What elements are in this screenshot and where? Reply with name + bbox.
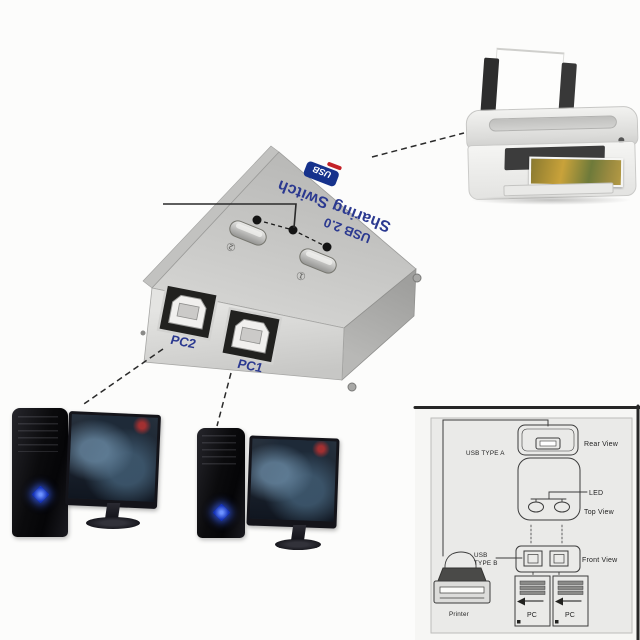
select-button-1 <box>299 248 337 274</box>
button-1-digit: ① <box>294 268 308 283</box>
diagram-rear-view-inner <box>521 428 575 452</box>
diagram-printer-link-line <box>442 419 549 557</box>
diagram-button-right <box>554 501 570 513</box>
diagram-usb-b-port-right <box>549 550 569 567</box>
diagram-label-printer: Printer <box>449 611 469 618</box>
connection-line-to-pc2 <box>80 348 164 407</box>
usb-logo-icon: USB <box>303 161 342 187</box>
diagram-usb-b-pin-left <box>527 554 539 564</box>
diagram-button-left <box>528 501 544 513</box>
diagram-printer-top <box>437 567 487 582</box>
usb-logo-red-bar <box>327 162 342 171</box>
pc1-monitor-base <box>275 539 321 550</box>
led-dot-icon <box>252 215 262 225</box>
diagram-led-callout <box>530 491 588 502</box>
diagram-usb-b-port-left <box>523 550 543 567</box>
port-label-pc2: PC2 <box>169 332 198 351</box>
led-dot-icon <box>288 225 298 235</box>
diagram-top-view-box <box>517 457 581 521</box>
screw-icon <box>412 273 422 283</box>
button-2-digit: ② <box>224 239 238 254</box>
connection-line-to-pc1 <box>216 372 232 427</box>
diagram-corner-dot <box>517 620 521 624</box>
pc2-computer <box>8 403 178 548</box>
pc2-monitor-base <box>86 517 140 529</box>
pc2-drive-bays <box>18 416 58 452</box>
pc1-drive-bays <box>202 435 236 467</box>
printer-shadow <box>470 195 632 205</box>
diagram-label-usb-type-b-2: TYPE B <box>474 560 498 567</box>
pc2-tower <box>12 408 68 537</box>
led-callout-line <box>163 203 297 229</box>
printer-photo <box>462 45 640 205</box>
screw-icon <box>140 330 146 336</box>
usb-logo-shape <box>303 161 339 187</box>
diagram-usb-b-pin-right <box>553 554 565 564</box>
diagram-pc-tower-left <box>514 575 551 627</box>
connection-line-to-printer <box>371 132 465 158</box>
diagram-label-usb-type-a: USB TYPE A <box>466 450 505 457</box>
usb-b-port-pc1 <box>219 306 283 366</box>
diagram-front-view-box <box>515 545 581 573</box>
diagram-label-usb-type-b-1: USB <box>474 552 488 559</box>
diagram-label-front-view: Front View <box>582 557 618 564</box>
diagram-printer-slot <box>439 586 485 594</box>
diagram-label-pc-left: PC <box>527 612 537 619</box>
usb-switch-device: USB Sharing Switch USB 2.0 ② ① <box>140 145 422 392</box>
pc1-computer <box>192 420 357 560</box>
diagram-label-rear-view: Rear View <box>584 441 619 448</box>
diagram-arrow-head <box>517 597 525 606</box>
usb-b-port-pc2 <box>156 282 220 342</box>
diagram-label-pc-right: PC <box>565 612 575 619</box>
pc1-tower <box>197 428 245 538</box>
diagram-label-top-view: Top View <box>584 509 615 516</box>
diagram-usb-a-slot <box>535 437 561 450</box>
schematic-diagram: Rear View USB TYPE A LED Top View Front … <box>413 404 640 640</box>
diagram-arrow-head <box>555 597 563 606</box>
diagram-pc-tower-right <box>552 575 589 627</box>
port-label-pc1: PC1 <box>236 356 265 375</box>
select-button-2 <box>229 220 267 246</box>
diagram-corner-dot <box>555 620 559 624</box>
diagram-pc-bays <box>519 580 584 595</box>
led-dot-icon <box>322 242 332 252</box>
screw-icon <box>347 382 357 392</box>
diagram-label-led: LED <box>589 490 603 497</box>
diagram-usb-a-pin <box>539 440 557 447</box>
